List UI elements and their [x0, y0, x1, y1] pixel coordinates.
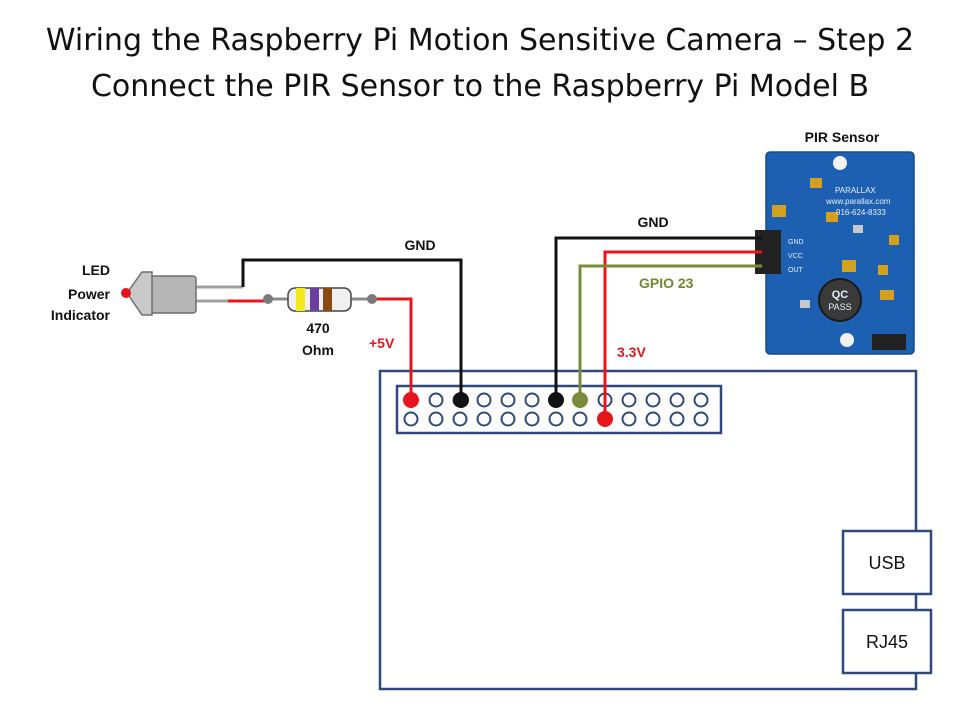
pir-sensor-label: PIR Sensor [805, 129, 880, 145]
pcb-pin-vcc-text: VCC [788, 253, 803, 260]
resistor-unit-label: Ohm [302, 342, 334, 358]
rj45-port-box [841, 608, 933, 675]
power-5v-wire [372, 297, 413, 400]
ground-wire-led [241, 258, 463, 400]
gpio23-signal-wire [578, 264, 762, 400]
pcb-url-text: www.parallax.com [825, 197, 891, 206]
pcb-pin-gnd-text: GND [788, 239, 804, 246]
pin-gnd-led-connection-dot [453, 392, 469, 408]
power-3v3-wire [603, 250, 762, 419]
pin-5v-connection-dot [403, 392, 419, 408]
plus-5v-label: +5V [369, 335, 395, 351]
ground-wire-pir [554, 236, 762, 400]
rj45-label: RJ45 [866, 632, 908, 652]
v33-label: 3.3V [617, 344, 646, 360]
pin-gnd-pir-connection-dot [548, 392, 564, 408]
pcb-stamp-qc-text: QC [832, 289, 849, 301]
gpio23-label: GPIO 23 [639, 275, 694, 291]
usb-port-box [841, 529, 933, 596]
led-indicator [121, 271, 268, 316]
gnd-right-label: GND [637, 214, 668, 230]
led-label-line-3: Indicator [51, 307, 111, 323]
title-line-1: Wiring the Raspberry Pi Motion Sensitive… [45, 23, 915, 58]
pin-gpio23-connection-dot [572, 392, 588, 408]
led-label-line-1: LED [82, 262, 110, 278]
pin-3v3-connection-dot [597, 411, 613, 427]
resistor [263, 287, 377, 312]
resistor-value-label: 470 [306, 320, 330, 336]
title-line-2: Connect the PIR Sensor to the Raspberry … [90, 69, 870, 104]
pcb-pin-out-text: OUT [788, 267, 804, 274]
pcb-brand-text: PARALLAX [835, 186, 876, 195]
pcb-stamp-pass-text: PASS [828, 302, 851, 312]
pir-sensor-board: PARALLAX www.parallax.com 916-624-8333 G… [755, 151, 915, 355]
usb-label: USB [868, 553, 905, 573]
gnd-left-label: GND [404, 237, 435, 253]
led-label-line-2: Power [68, 286, 111, 302]
pcb-phone-text: 916-624-8333 [836, 208, 886, 217]
